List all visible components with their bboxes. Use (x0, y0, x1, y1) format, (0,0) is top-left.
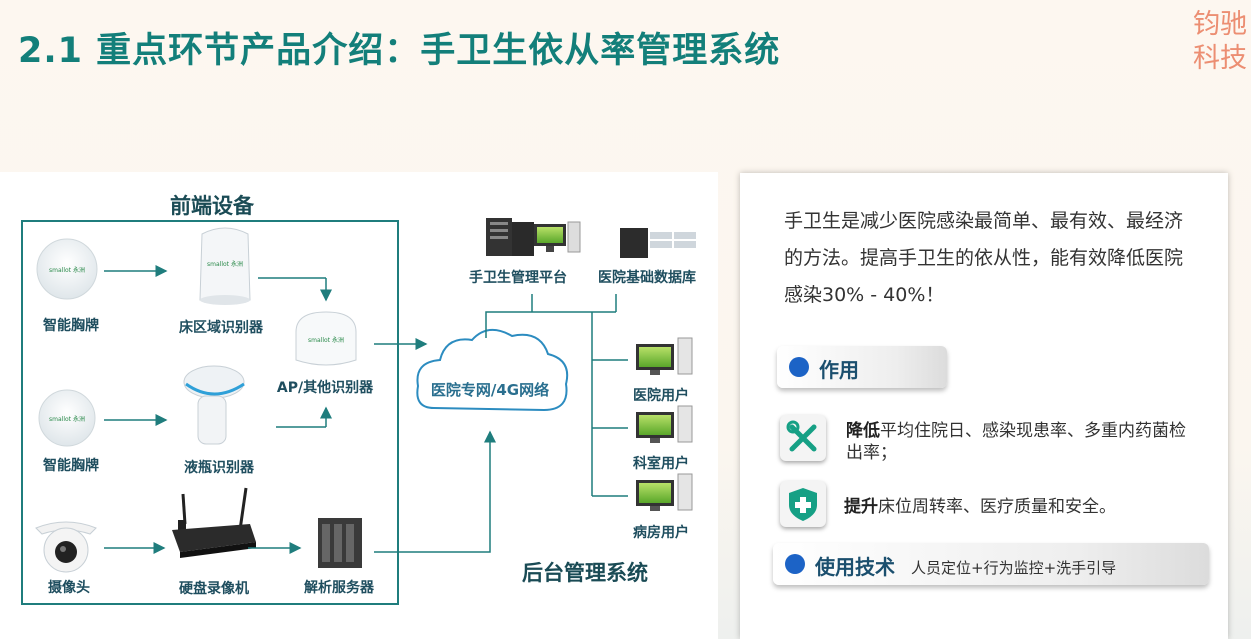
label-camera: 摄像头 (48, 580, 90, 596)
brand-logo: 钧驰 科技 (1190, 8, 1250, 76)
label-nvr: 硬盘录像机 (179, 581, 249, 597)
label-bottle-recognizer: 液瓶识别器 (184, 460, 254, 476)
ap-recognizer-icon: smallot 永洲 (295, 311, 357, 366)
frontend-heading: 前端设备 (170, 194, 254, 218)
role-section-header: 作用 (777, 346, 947, 388)
feature-improve-text: 床位周转率、医疗质量和安全。 (878, 497, 1116, 517)
bed-recognizer-icon: smallot 永洲 (199, 227, 251, 305)
feature-reduce: 降低平均住院日、感染现患率、多重内药菌检出率； (846, 420, 1196, 464)
tech-section-header: 使用技术 人员定位+行为监控+洗手引导 (773, 543, 1209, 585)
role-section-title: 作用 (819, 358, 859, 382)
nvr-icon (172, 487, 256, 558)
feature-improve-bold: 提升 (844, 497, 878, 517)
hospital-user-pc-icon (636, 337, 693, 375)
diagram-graphics: smallot 永洲 smallot 永洲 smallot 永洲 smallot… (21, 218, 696, 605)
tech-section-text: 人员定位+行为监控+洗手引导 (911, 559, 1117, 577)
svg-text:smallot 永洲: smallot 永洲 (207, 260, 243, 268)
platform-server-icon (486, 218, 581, 256)
brand-line-1: 钧驰 (1193, 9, 1247, 40)
label-bed-recognizer: 床区域识别器 (179, 320, 263, 336)
label-analysis-server: 解析服务器 (304, 580, 374, 596)
feature-reduce-text: 平均住院日、感染现患率、多重内药菌检出率； (846, 421, 1186, 463)
label-hand-platform: 手卫生管理平台 (469, 270, 567, 286)
svg-text:smallot 永洲: smallot 永洲 (308, 336, 344, 344)
backend-heading: 后台管理系统 (522, 561, 648, 585)
label-smart-badge-1: 智能胸牌 (43, 318, 99, 334)
analysis-server-icon (318, 518, 362, 568)
camera-icon (35, 521, 97, 573)
label-hospital-user: 医院用户 (633, 388, 689, 404)
brand-line-2: 科技 (1193, 43, 1247, 74)
tech-section-title: 使用技术 (815, 555, 895, 579)
feature-improve: 提升床位周转率、医疗质量和安全。 (844, 496, 1194, 518)
architecture-diagram: smallot 永洲 smallot 永洲 smallot 永洲 smallot… (0, 172, 718, 639)
svg-text:smallot 永洲: smallot 永洲 (49, 415, 85, 423)
database-icon (620, 228, 696, 258)
network-cloud-label: 医院专网/4G网络 (430, 381, 550, 399)
page-title: 2.1 重点环节产品介绍：手卫生依从率管理系统 (18, 31, 781, 71)
feature-reduce-bold: 降低 (846, 421, 880, 441)
bottle-recognizer-icon (183, 365, 245, 445)
label-ward-user: 病房用户 (633, 525, 689, 541)
shield-icon (780, 481, 826, 527)
network-cloud (416, 329, 569, 412)
label-smart-badge-2: 智能胸牌 (43, 458, 99, 474)
info-panel: 手卫生是减少医院感染最简单、最有效、最经济的方法。提高手卫生的依从性，能有效降低… (740, 173, 1228, 639)
label-department-user: 科室用户 (633, 456, 689, 472)
department-user-pc-icon (636, 405, 693, 443)
bullet-dot-icon (789, 357, 809, 377)
svg-text:smallot 永洲: smallot 永洲 (49, 266, 85, 274)
label-ap-recognizer: AP/其他识别器 (276, 380, 374, 396)
tools-icon (780, 415, 826, 461)
smart-badge-icon-2: smallot 永洲 (38, 389, 96, 447)
frontend-frame (21, 220, 399, 605)
ward-user-pc-icon (636, 473, 693, 511)
bullet-dot-icon (785, 554, 805, 574)
intro-text: 手卫生是减少医院感染最简单、最有效、最经济的方法。提高手卫生的依从性，能有效降低… (784, 210, 1184, 306)
smart-badge-icon-1: smallot 永洲 (36, 238, 98, 300)
label-hospital-db: 医院基础数据库 (598, 270, 696, 286)
